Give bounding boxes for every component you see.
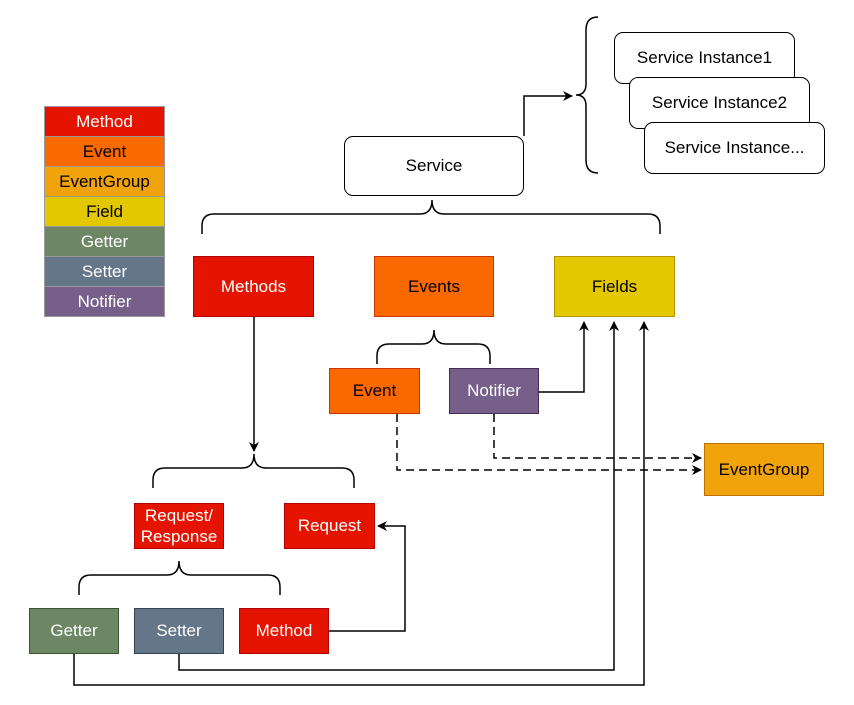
legend-field: Field [44,196,165,227]
event-node[interactable]: Event [329,368,420,414]
service-brace [201,199,661,234]
service-instance-2[interactable]: Service Instance2 [629,77,810,129]
methods-brace [152,453,355,488]
service-to-instances-arrow [523,91,573,136]
legend-notifier: Notifier [44,286,165,317]
eventgroup-node[interactable]: EventGroup [704,443,824,496]
setter-to-fields-arrow [178,321,619,671]
methods-node[interactable]: Methods [193,256,314,317]
legend-setter: Setter [44,256,165,287]
events-node[interactable]: Events [374,256,494,317]
setter-node[interactable]: Setter [134,608,224,654]
notifier-to-eventgroup-arrow [493,414,702,463]
legend-method: Method [44,106,165,137]
service-node[interactable]: Service [344,136,524,196]
request-node[interactable]: Request [284,503,375,549]
service-instance-n[interactable]: Service Instance... [644,122,825,174]
events-brace [376,329,491,364]
method-node[interactable]: Method [239,608,329,654]
getter-to-fields-arrow [73,321,649,686]
legend-event: Event [44,136,165,167]
fields-node[interactable]: Fields [554,256,675,317]
service-instance-1[interactable]: Service Instance1 [614,32,795,84]
notifier-node[interactable]: Notifier [449,368,539,414]
instances-brace [575,16,599,174]
event-to-eventgroup-arrow [396,414,702,475]
legend-getter: Getter [44,226,165,257]
request-response-brace [78,560,281,595]
method-to-request-arrow [329,521,406,632]
legend-eventgroup: EventGroup [44,166,165,197]
notifier-to-fields-arrow [539,321,589,393]
request-response-node[interactable]: Request/ Response [134,503,224,549]
getter-node[interactable]: Getter [29,608,119,654]
